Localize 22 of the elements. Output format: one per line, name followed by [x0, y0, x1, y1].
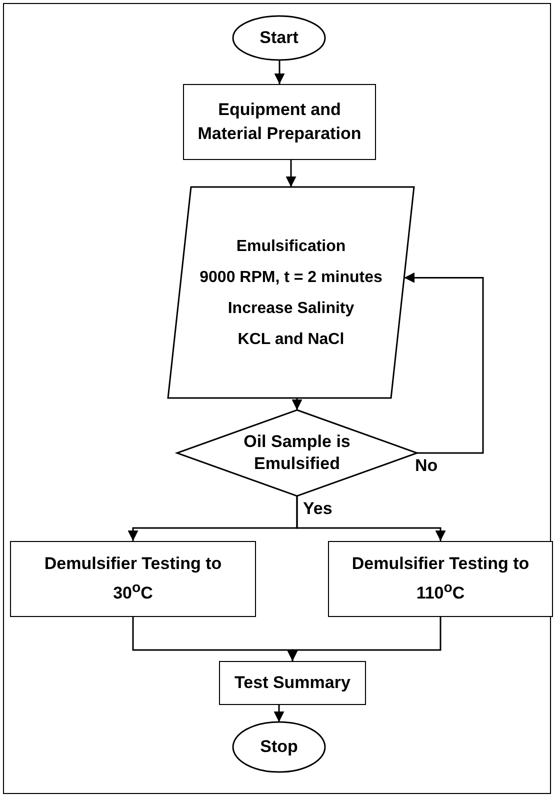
- node-text: Emulsification: [236, 236, 346, 256]
- arrow: [292, 398, 302, 410]
- arrow: [296, 496, 446, 541]
- process-box: [183, 84, 376, 160]
- process-box: [219, 661, 366, 705]
- arrow: [286, 160, 296, 187]
- arrow: [274, 60, 285, 84]
- node-text: KCL and NaCl: [238, 330, 344, 350]
- node-text: Demulsifier Testing to 110$^{o}$C: [350, 553, 530, 605]
- process-box: [10, 541, 256, 617]
- node-text: Oil Sample is Emulsified: [242, 431, 352, 475]
- arrow: [274, 705, 284, 722]
- node-text: Test Summary: [234, 672, 350, 694]
- node-text: Equipment and Material Preparation: [196, 99, 362, 145]
- arrow: [404, 272, 484, 454]
- node-text: Demulsifier Testing to 30$^{o}$C: [43, 553, 223, 605]
- node-text: 9000 RPM, t = 2 minutes: [200, 268, 382, 288]
- node-text: Start: [260, 27, 298, 49]
- node-text: Increase Salinity: [228, 298, 354, 318]
- process-box: [328, 541, 553, 617]
- arrow: [287, 617, 442, 661]
- node-text: Stop: [260, 736, 298, 758]
